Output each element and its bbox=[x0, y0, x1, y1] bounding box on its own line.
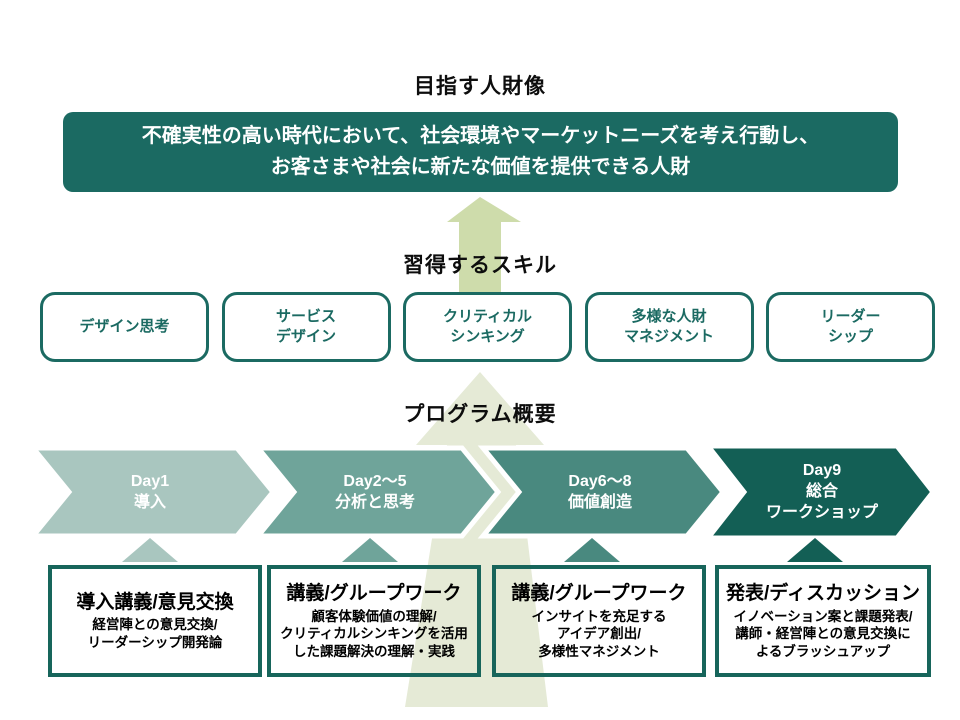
skill-label: リーダー シップ bbox=[820, 307, 881, 345]
detail-box-day6-8: 講義/グループワーク インサイトを充足する アイデア創出/ 多様性マネジメント bbox=[492, 565, 706, 677]
connector-triangle-day6-8 bbox=[564, 538, 620, 562]
goal-banner-text: 不確実性の高い時代において、社会環境やマーケットニーズを考え行動し、 お客さまや… bbox=[141, 125, 820, 178]
detail-body: 顧客体験価値の理解/ クリティカルシンキングを活用 した課題解決の理解・実践 bbox=[280, 608, 468, 659]
goal-banner: 不確実性の高い時代において、社会環境やマーケットニーズを考え行動し、 お客さまや… bbox=[63, 112, 898, 192]
detail-body: イノベーション案と課題発表/ 講師・経営陣との意見交換に よるブラッシュアップ bbox=[733, 608, 913, 659]
connector-triangle-day2-5 bbox=[342, 538, 398, 562]
skill-label: デザイン思考 bbox=[79, 317, 170, 335]
skills-row: デザイン思考 サービス デザイン クリティカル シンキング 多様な人財 マネジメ… bbox=[40, 292, 935, 362]
skill-box-diverse-management: 多様な人財 マネジメント bbox=[584, 292, 754, 362]
connector-triangle-day9 bbox=[787, 538, 843, 562]
skill-label: 多様な人財 マネジメント bbox=[623, 307, 714, 345]
detail-box-day2-5: 講義/グループワーク 顧客体験価値の理解/ クリティカルシンキングを活用 した課… bbox=[267, 565, 481, 677]
chevron-day2-5 bbox=[252, 445, 502, 539]
chevron-day6-8 bbox=[477, 445, 727, 539]
detail-body: 経営陣との意見交換/ リーダーシップ開発論 bbox=[87, 617, 223, 650]
skill-label: サービス デザイン bbox=[275, 307, 336, 345]
skill-box-critical-thinking: クリティカル シンキング bbox=[403, 292, 572, 362]
skill-box-service-design: サービス デザイン bbox=[221, 292, 391, 362]
chevron-label-day6-8: Day6〜8 価値創造 bbox=[567, 473, 632, 512]
skill-box-leadership: リーダー シップ bbox=[766, 292, 935, 362]
connector-triangle-day1 bbox=[122, 538, 178, 562]
skill-box-design-thinking: デザイン思考 bbox=[40, 292, 209, 362]
detail-title: 発表/ディスカッション bbox=[726, 582, 920, 604]
chevron-label-day9: Day9 総合 ワークショップ bbox=[765, 462, 878, 522]
detail-title: 講義/グループワーク bbox=[286, 582, 462, 604]
detail-body: インサイトを充足する アイデア創出/ 多様性マネジメント bbox=[531, 608, 667, 659]
chevron-label-day1: Day1 導入 bbox=[130, 473, 170, 512]
skills-section-title: 習得するスキル bbox=[403, 254, 557, 277]
chevron-day9 bbox=[702, 443, 937, 541]
detail-box-day9: 発表/ディスカッション イノベーション案と課題発表/ 講師・経営陣との意見交換に… bbox=[715, 565, 931, 677]
goal-section-title: 目指す人財像 bbox=[414, 75, 546, 98]
skill-label: クリティカル シンキング bbox=[442, 307, 533, 345]
chevron-label-day2-5: Day2〜5 分析と思考 bbox=[334, 473, 415, 512]
detail-box-day1: 導入講義/意見交換 経営陣との意見交換/ リーダーシップ開発論 bbox=[48, 565, 262, 677]
detail-title: 講義/グループワーク bbox=[511, 582, 687, 604]
chevron-day1 bbox=[27, 445, 277, 539]
detail-title: 導入講義/意見交換 bbox=[76, 591, 234, 613]
program-section-title: プログラム概要 bbox=[403, 403, 557, 426]
